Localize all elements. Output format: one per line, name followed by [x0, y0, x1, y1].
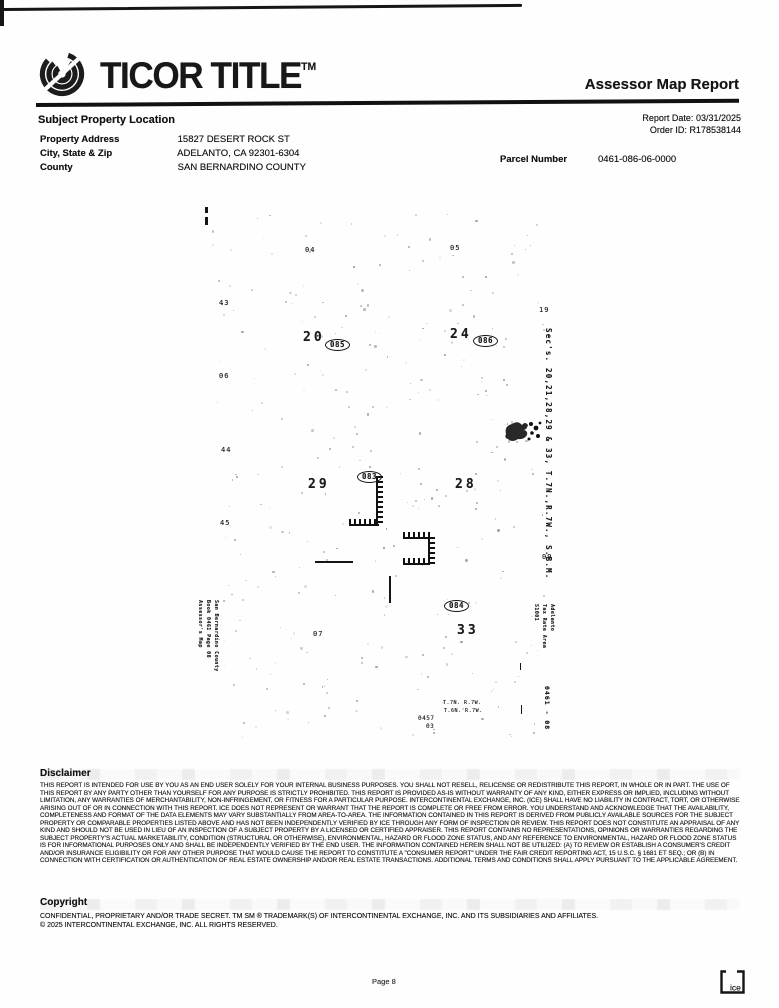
parcel-boundary-hatch — [403, 558, 430, 565]
scan-artifact-line — [1, 3, 522, 11]
property-address-label: Property Address — [40, 134, 120, 145]
order-id: Order ID: R178538144 — [649, 125, 741, 135]
map-label-03: 03 — [426, 723, 435, 730]
map-label: 05 — [450, 244, 461, 252]
copyright-title: Copyright — [40, 897, 88, 908]
report-date: Report Date: 03/31/2025 — [642, 113, 741, 123]
section-title-subject-property: Subject Property Location — [38, 114, 175, 126]
property-address-value: 15827 DESERT ROCK ST — [177, 134, 290, 145]
map-label: 44 — [221, 446, 232, 454]
trademark-mark: TM — [301, 60, 317, 73]
scan-speck — [205, 217, 208, 225]
map-label: 09 — [542, 553, 553, 561]
county-row: County SAN BERNARDINO COUNTY — [40, 162, 306, 173]
parcel-boundary-hatch — [403, 532, 430, 539]
assessor-note-line: Assessor's Map — [197, 600, 203, 648]
city-state-zip-row: City, State & Zip ADELANTO, CA 92301-630… — [40, 148, 299, 159]
tax-rate-area-note-vertical: Adelanto Tax Rate Area 51001 — [533, 604, 555, 648]
map-label: 04 — [305, 246, 316, 254]
property-address-row: Property Address 15827 DESERT ROCK ST — [40, 134, 290, 145]
brand-name: TICOR TITLETM — [100, 54, 317, 96]
copyright-line-2: © 2025 INTERCONTINENTAL EXCHANGE, INC. A… — [40, 922, 278, 929]
map-page-oval-085: 085 — [325, 339, 351, 351]
svg-text:ice: ice — [730, 983, 741, 993]
section-number-24: 24 — [450, 327, 472, 342]
tick-mark — [521, 705, 522, 714]
county-value: SAN BERNARDINO COUNTY — [177, 162, 306, 173]
boundary-line — [389, 576, 391, 603]
section-number-20: 20 — [303, 330, 325, 345]
assessor-map: 04 05 43 19 06 44 45 09 07 20 24 29 28 3… — [0, 200, 779, 760]
ticor-logo-icon — [34, 44, 90, 107]
disclaimer-title: Disclaimer — [40, 768, 91, 779]
report-meta: Report Date: 03/31/2025 Order ID: R17853… — [642, 112, 741, 136]
map-label-0457: 0457 — [418, 715, 435, 722]
map-page-oval-086: 086 — [473, 335, 499, 347]
copyright-body: CONFIDENTIAL, PROPRIETARY AND/OR TRADE S… — [40, 912, 740, 930]
scan-speck — [205, 207, 208, 213]
report-title: Assessor Map Report — [584, 76, 739, 93]
tax-note-line: Tax Rate Area — [541, 604, 547, 649]
boundary-line — [315, 561, 353, 563]
page-number: Page 8 — [372, 977, 396, 986]
assessor-note-line: Book 0461 Page 08 — [205, 600, 211, 658]
map-label: 45 — [220, 519, 231, 527]
section-number-28: 28 — [455, 477, 477, 492]
map-label: 06 — [219, 372, 230, 380]
ice-logo: ice — [719, 969, 746, 1000]
city-state-zip-value: ADELANTO, CA 92301-6304 — [177, 148, 300, 159]
map-page-oval-084: 084 — [444, 600, 470, 612]
book-page-code-vertical: 0461 - 08 — [543, 686, 551, 731]
tax-note-line: 51001 — [533, 604, 539, 622]
stamp-smudge — [498, 416, 544, 454]
sections-note-vertical: Sec's. 20,21,28,29 & 33, T.7N.,R.7W., S.… — [544, 328, 553, 580]
tick-mark — [520, 663, 521, 670]
map-label: 43 — [219, 299, 230, 307]
assessor-note-line: San Bernardino County — [213, 600, 219, 672]
disclaimer-body: THIS REPORT IS INTENDED FOR USE BY YOU A… — [40, 782, 740, 865]
parcel-boundary-hatch — [349, 519, 379, 526]
copyright-line-1: CONFIDENTIAL, PROPRIETARY AND/OR TRADE S… — [40, 913, 599, 920]
scan-artifact-corner — [0, 0, 4, 26]
map-label: 07 — [313, 630, 324, 638]
tax-note-line: Adelanto — [549, 604, 555, 632]
map-label: 19 — [539, 306, 550, 314]
parcel-boundary-hatch — [428, 537, 435, 565]
parcel-boundary-hatch — [376, 476, 383, 526]
city-state-zip-label: City, State & Zip — [40, 148, 113, 159]
township-label-t6n: T.6N. R.7W. — [444, 708, 483, 714]
section-number-33: 33 — [457, 623, 479, 638]
scan-band — [40, 899, 740, 910]
parcel-number-label: Parcel Number — [500, 154, 568, 165]
brand-header: TICOR TITLETM — [34, 44, 328, 107]
assessor-book-note-vertical: Assessor's Map Book 0461 Page 08 San Ber… — [197, 600, 219, 672]
county-label: County — [40, 162, 73, 173]
scan-band — [40, 769, 740, 780]
township-label-t7n: T.7N. R.7W. — [443, 700, 482, 706]
section-number-29: 29 — [308, 477, 330, 492]
parcel-number-value: 0461-086-06-0000 — [598, 154, 677, 165]
